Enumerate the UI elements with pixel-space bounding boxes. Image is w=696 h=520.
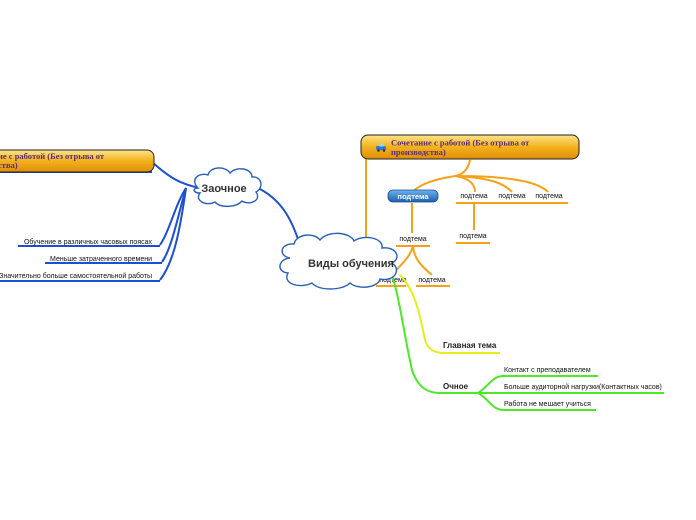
subtopic-1[interactable]: подтема	[460, 193, 487, 200]
branch-main-topic-connectors	[399, 274, 500, 354]
zaochnoe-item-2[interactable]: Меньше затраченного времени	[50, 256, 152, 263]
branch-ochnoe-connectors	[391, 274, 664, 411]
central-topic-node[interactable]: Виды обучения	[279, 232, 398, 290]
zaochnoe-node[interactable]: Заочное	[193, 167, 262, 208]
sochetanie-banner[interactable]: Сочетание с работой (Без отрыва от произ…	[360, 134, 580, 160]
lower-subtopic-2[interactable]: подтема	[418, 277, 445, 284]
ochnoe-item-1[interactable]: Контакт с преподавателем	[504, 367, 591, 374]
zaochnoe-item-3[interactable]: Значительно больше самостоятельной работ…	[0, 272, 152, 280]
zaochnoe-banner-line1: ие с работой (Без отрыва от	[0, 151, 105, 161]
branch-sochetanie-connectors	[365, 150, 568, 287]
zaochnoe-label: Заочное	[201, 183, 246, 195]
selected-subtopic-label: подтема	[397, 192, 429, 201]
subtopic-4[interactable]: подтема	[459, 233, 486, 240]
subtopic-3[interactable]: подтема	[535, 193, 562, 200]
zaochnoe-item-1[interactable]: Обучение в различных часовых поясах	[24, 238, 153, 246]
car-icon	[376, 143, 386, 152]
subtopic-5[interactable]: подтема	[399, 236, 426, 243]
ochnoe-label[interactable]: Очное	[443, 382, 469, 391]
main-topic[interactable]: Главная тема	[443, 341, 497, 350]
central-topic-label: Виды обучения	[308, 258, 394, 270]
selected-subtopic[interactable]: подтема	[387, 189, 439, 203]
ochnoe-item-2[interactable]: Больше аудиторной нагрузки(Контактных ча…	[504, 383, 662, 391]
sochetanie-banner-line2: производства)	[391, 147, 446, 157]
ochnoe-item-3[interactable]: Работа не мешает учиться	[504, 400, 591, 408]
zaochnoe-banner[interactable]: ие с работой (Без отрыва от ства)	[0, 149, 155, 173]
zaochnoe-banner-line2: ства)	[0, 160, 18, 170]
sochetanie-banner-line1: Сочетание с работой (Без отрыва от	[391, 138, 530, 148]
subtopic-2[interactable]: подтема	[498, 193, 525, 200]
